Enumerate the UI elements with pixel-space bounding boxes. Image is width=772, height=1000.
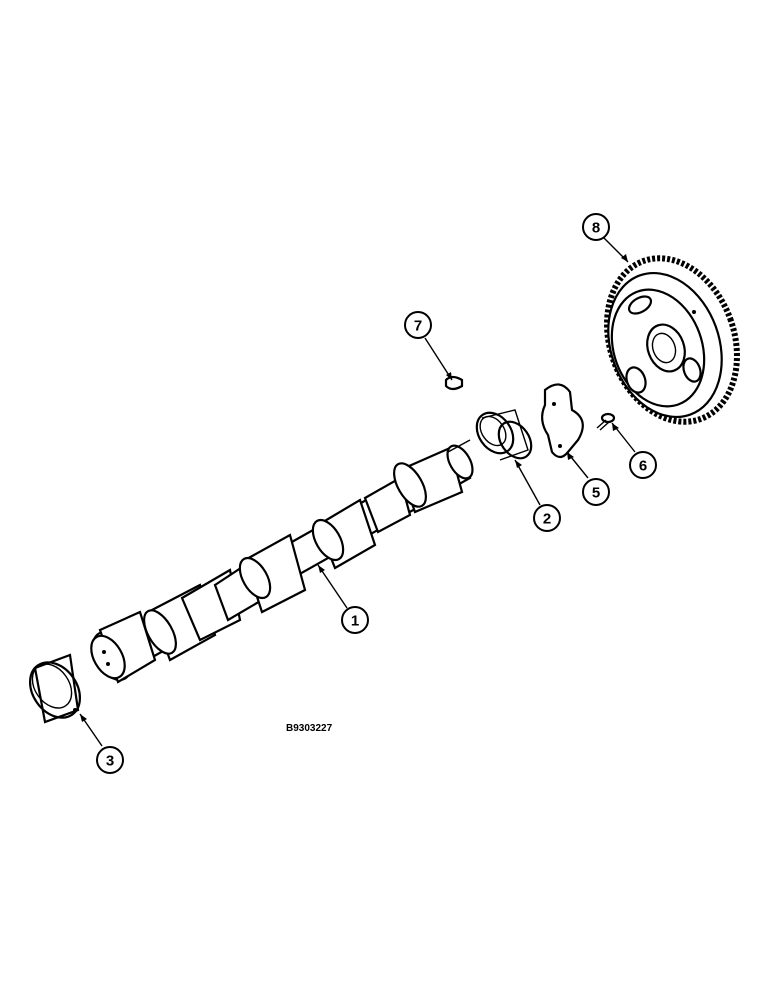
callout-6: 6 bbox=[629, 451, 657, 479]
camshaft-gear bbox=[604, 255, 740, 425]
leader-lines bbox=[79, 237, 636, 747]
front-bushing bbox=[28, 653, 82, 724]
rear-bushing bbox=[475, 409, 533, 461]
cap-screw bbox=[596, 412, 616, 431]
callout-2-label: 2 bbox=[543, 511, 551, 528]
figure-reference-code: B9303227 bbox=[286, 723, 333, 734]
callout-1-label: 1 bbox=[351, 613, 359, 630]
callout-3-label: 3 bbox=[106, 753, 114, 770]
callout-8-label: 8 bbox=[592, 220, 600, 237]
callout-1: 1 bbox=[341, 606, 369, 634]
callout-7-label: 7 bbox=[414, 318, 422, 335]
cam-lobes bbox=[143, 446, 464, 662]
callout-2: 2 bbox=[533, 504, 561, 532]
callout-5: 5 bbox=[582, 478, 610, 506]
callout-3: 3 bbox=[96, 746, 124, 774]
callout-6-label: 6 bbox=[639, 458, 647, 475]
callout-7: 7 bbox=[404, 311, 432, 339]
key bbox=[444, 375, 464, 391]
camshaft bbox=[90, 439, 474, 684]
thrust-plate bbox=[541, 383, 584, 459]
callout-8: 8 bbox=[582, 213, 610, 241]
callout-5-label: 5 bbox=[592, 485, 600, 502]
